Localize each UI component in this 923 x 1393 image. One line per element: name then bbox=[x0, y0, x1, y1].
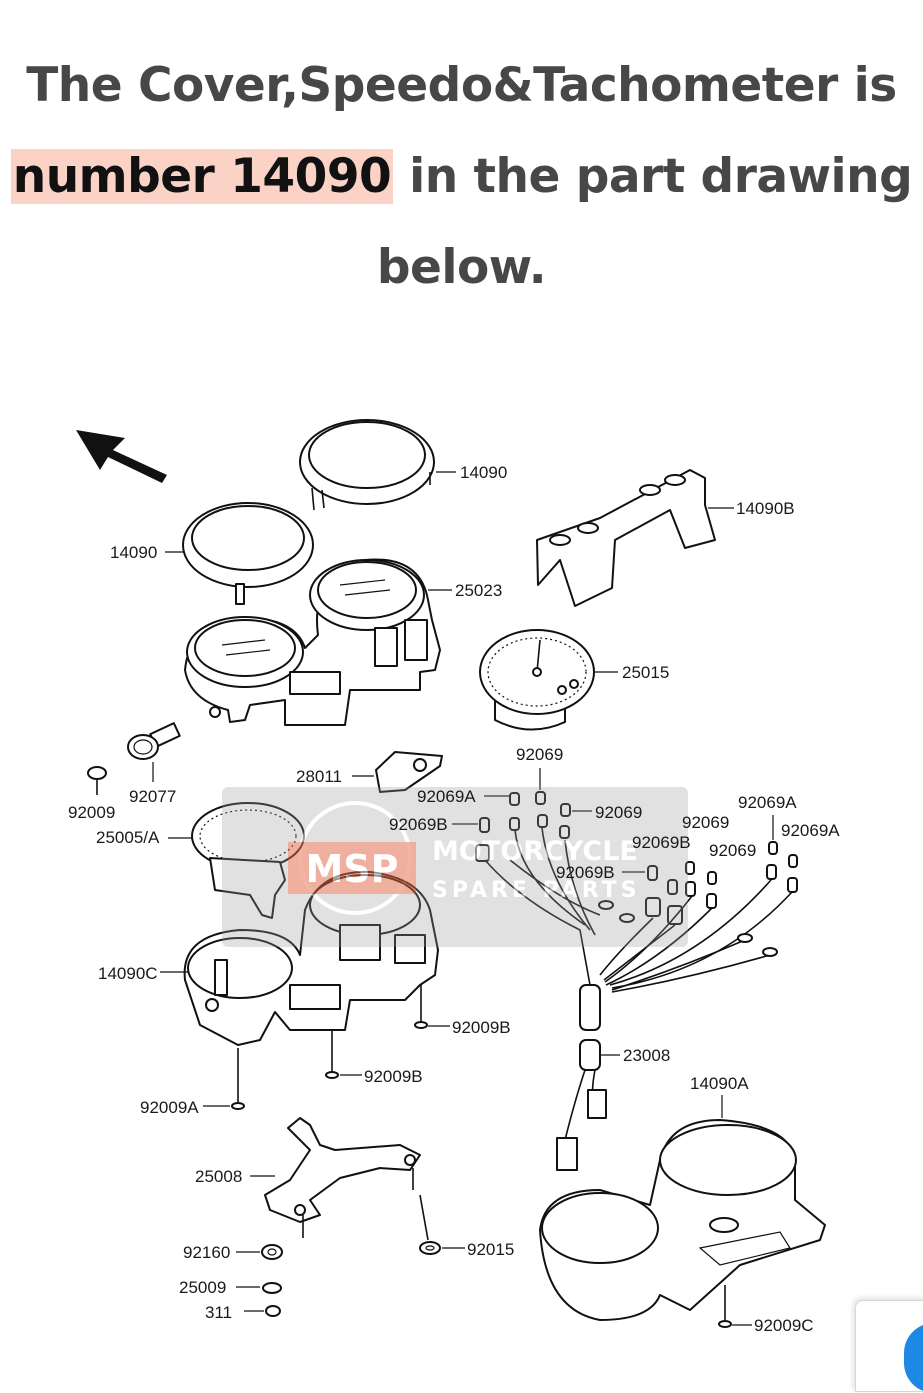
screw-92009c bbox=[718, 1285, 732, 1328]
watermark-line-2: SPARE PARTS bbox=[432, 878, 641, 903]
heading-line-2: number 14090 in the part drawing bbox=[0, 131, 923, 222]
drive-gear bbox=[127, 722, 181, 760]
meter-housing bbox=[184, 558, 441, 726]
speedo-dial bbox=[191, 802, 305, 919]
dash-bracket-upper bbox=[536, 469, 716, 607]
label-25015: 25015 bbox=[622, 663, 669, 682]
wiring-harness bbox=[484, 827, 793, 1171]
label-14090b: 14090B bbox=[736, 499, 795, 518]
lower-meter-case bbox=[183, 870, 439, 1046]
label-92015: 92015 bbox=[467, 1240, 514, 1259]
grommet-92160 bbox=[261, 1244, 283, 1260]
label-92069-b: 92069 bbox=[595, 803, 642, 822]
cover-ring-top bbox=[299, 419, 435, 511]
label-14090-top: 14090 bbox=[460, 463, 507, 482]
label-92160: 92160 bbox=[183, 1243, 230, 1262]
parts-diagram: MSP MOTORCYCLE SPARE PARTS 14090 14090B … bbox=[0, 400, 923, 1375]
heading-line-1: The Cover,Speedo&Tachometer is bbox=[0, 40, 923, 131]
label-14090-left: 14090 bbox=[110, 543, 157, 562]
heading-text-2: in the part drawing bbox=[409, 149, 913, 204]
label-28011: 28011 bbox=[296, 767, 342, 786]
mount-bracket bbox=[264, 1117, 421, 1223]
page-heading: The Cover,Speedo&Tachometer is number 14… bbox=[0, 40, 923, 313]
label-92009c: 92009C bbox=[754, 1316, 814, 1335]
label-25023: 25023 bbox=[455, 581, 502, 600]
label-25005a: 25005/A bbox=[96, 828, 160, 847]
label-311: 311 bbox=[205, 1303, 232, 1322]
lower-cover bbox=[539, 1119, 826, 1321]
label-25009: 25009 bbox=[179, 1278, 226, 1297]
label-14090c: 14090C bbox=[98, 964, 158, 983]
watermark: MSP MOTORCYCLE SPARE PARTS bbox=[222, 787, 688, 947]
watermark-line-1: MOTORCYCLE bbox=[432, 836, 638, 867]
clip-28011 bbox=[375, 751, 443, 793]
label-92069b-3: 92069B bbox=[556, 863, 615, 882]
highlighted-part-number: number 14090 bbox=[10, 149, 394, 204]
label-92069-a: 92069 bbox=[516, 745, 563, 764]
label-14090a: 14090A bbox=[690, 1074, 749, 1093]
label-92069b-2: 92069B bbox=[632, 833, 691, 852]
screw-92009b-right bbox=[414, 985, 428, 1029]
bulb-sockets bbox=[452, 768, 798, 925]
label-92069-d: 92069 bbox=[709, 841, 756, 860]
screw-92009a bbox=[231, 1048, 245, 1110]
widget-icon bbox=[904, 1323, 923, 1393]
gauge-dial bbox=[479, 629, 595, 731]
label-92009b-1: 92009B bbox=[452, 1018, 511, 1037]
heading-text-3: below. bbox=[376, 240, 547, 295]
nut-311 bbox=[265, 1305, 281, 1317]
grommet-92015 bbox=[419, 1194, 441, 1255]
label-92069a-1: 92069A bbox=[417, 787, 476, 806]
label-92077: 92077 bbox=[129, 787, 176, 806]
label-92069a-3: 92069A bbox=[781, 821, 840, 840]
floating-widget-button[interactable] bbox=[855, 1300, 923, 1393]
cover-ring-left bbox=[182, 502, 314, 605]
label-92009b-2: 92009B bbox=[364, 1067, 423, 1086]
watermark-logo: MSP bbox=[305, 847, 398, 891]
label-92009: 92009 bbox=[68, 803, 115, 822]
direction-arrow-icon bbox=[76, 430, 167, 483]
heading-line-3: below. bbox=[0, 222, 923, 313]
label-92069a-2: 92069A bbox=[738, 793, 797, 812]
washer-25009 bbox=[262, 1282, 282, 1294]
label-92069-c: 92069 bbox=[682, 813, 729, 832]
heading-text-1: The Cover,Speedo&Tachometer is bbox=[26, 58, 897, 113]
screw-92009 bbox=[87, 766, 107, 795]
screw-92009b-center bbox=[325, 1030, 339, 1079]
label-92069b-1: 92069B bbox=[389, 815, 448, 834]
label-23008: 23008 bbox=[623, 1046, 670, 1065]
label-25008: 25008 bbox=[195, 1167, 242, 1186]
label-92009a: 92009A bbox=[140, 1098, 199, 1117]
